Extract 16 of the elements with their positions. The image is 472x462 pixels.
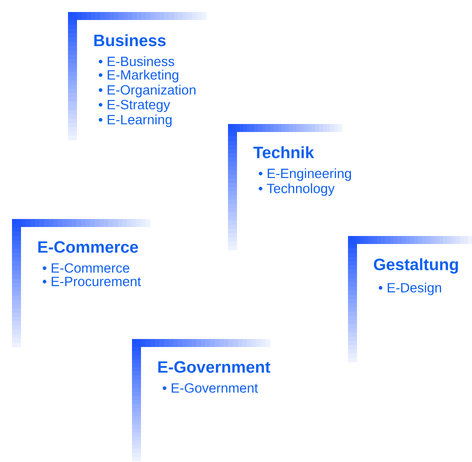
heading: E-Commerce: [38, 241, 138, 253]
list-item: • E-Learning: [98, 114, 172, 128]
heading: Gestaltung: [374, 258, 458, 274]
heading: Business: [94, 34, 166, 46]
heading: Technik: [253, 146, 314, 158]
heading: E-Government: [158, 361, 270, 373]
list-item: • E-Business: [98, 56, 174, 66]
list-item: • E-Procurement: [42, 276, 141, 286]
list-item: • E-Commerce: [42, 263, 130, 273]
list-item: • E-Design: [378, 282, 442, 296]
list-item: • E-Engineering: [258, 168, 351, 181]
list-item: • Technology: [258, 183, 335, 196]
list-item: • E-Strategy: [98, 100, 170, 112]
list-item: • E-Organization: [98, 84, 196, 98]
list-item: • E-Marketing: [98, 70, 178, 82]
list-item: • E-Government: [162, 383, 258, 393]
